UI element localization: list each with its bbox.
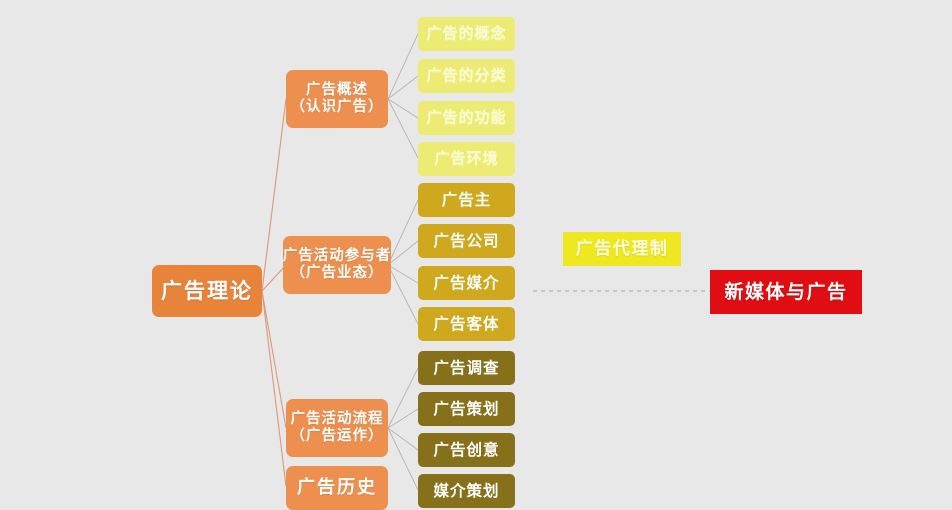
node-leaf-ad-research[interactable]: 广告调查: [418, 351, 515, 385]
node-leaf-ad-classification[interactable]: 广告的分类: [418, 59, 515, 93]
node-agency-system[interactable]: 广告代理制: [563, 232, 681, 266]
node-agency-system-label: 广告代理制: [575, 238, 669, 259]
node-branch-participants[interactable]: 广告活动参与者 （广告业态）: [283, 236, 391, 294]
node-leaf-ad-classification-label: 广告的分类: [426, 66, 507, 85]
node-leaf-ad-function[interactable]: 广告的功能: [418, 101, 515, 135]
node-leaf-ad-media-label: 广告媒介: [433, 273, 500, 292]
node-leaf-ad-environment-label: 广告环境: [434, 149, 499, 168]
node-branch-overview-label-2: （认识广告）: [290, 99, 384, 115]
node-leaf-ad-agency-label: 广告公司: [433, 231, 500, 250]
node-leaf-ad-agency[interactable]: 广告公司: [418, 224, 515, 258]
node-leaf-ad-object[interactable]: 广告客体: [418, 307, 515, 341]
node-branch-history-label: 广告历史: [297, 477, 377, 499]
node-leaf-ad-media[interactable]: 广告媒介: [418, 266, 515, 300]
node-leaf-ad-function-label: 广告的功能: [426, 108, 507, 127]
node-leaf-media-planning[interactable]: 媒介策划: [418, 474, 515, 508]
node-branch-process[interactable]: 广告活动流程 （广告运作）: [286, 399, 388, 457]
node-root-label: 广告理论: [161, 278, 253, 303]
node-branch-history[interactable]: 广告历史: [286, 466, 388, 510]
node-leaf-advertiser[interactable]: 广告主: [418, 183, 515, 217]
node-leaf-ad-planning[interactable]: 广告策划: [418, 392, 515, 426]
node-leaf-media-planning-label: 媒介策划: [433, 481, 500, 500]
node-root[interactable]: 广告理论: [152, 265, 262, 317]
node-new-media-advertising-label: 新媒体与广告: [724, 280, 848, 303]
node-branch-overview[interactable]: 广告概述 （认识广告）: [286, 70, 388, 128]
node-leaf-ad-object-label: 广告客体: [433, 314, 500, 333]
node-new-media-advertising[interactable]: 新媒体与广告: [710, 270, 862, 314]
node-branch-process-label-1: 广告活动流程: [290, 410, 384, 427]
node-leaf-advertiser-label: 广告主: [441, 190, 492, 209]
node-leaf-ad-creative[interactable]: 广告创意: [418, 433, 515, 467]
node-branch-participants-label-2: （广告业态）: [290, 265, 384, 281]
node-branch-overview-label-1: 广告概述: [306, 81, 368, 98]
node-branch-participants-label-1: 广告活动参与者: [282, 247, 392, 264]
node-leaf-ad-research-label: 广告调查: [433, 358, 500, 377]
node-leaf-ad-concept-label: 广告的概念: [426, 24, 507, 43]
node-leaf-ad-planning-label: 广告策划: [433, 399, 500, 418]
node-leaf-ad-environment[interactable]: 广告环境: [418, 142, 515, 176]
node-leaf-ad-concept[interactable]: 广告的概念: [418, 17, 515, 51]
node-leaf-ad-creative-label: 广告创意: [433, 440, 500, 459]
node-branch-process-label-2: （广告运作）: [290, 428, 384, 444]
